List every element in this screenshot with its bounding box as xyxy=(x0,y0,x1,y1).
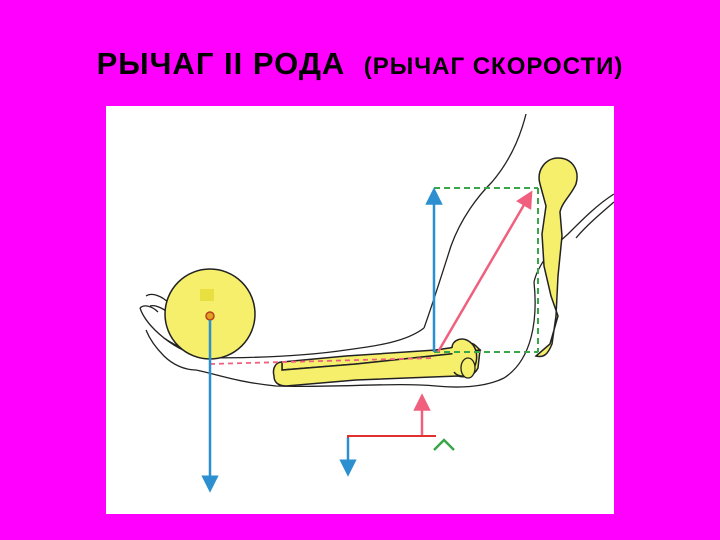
ball-highlight xyxy=(200,289,214,301)
title-subtitle: (РЫЧАГ СКОРОСТИ) xyxy=(363,53,624,80)
humerus-bone xyxy=(534,157,578,358)
legend-red-bracket xyxy=(347,435,436,456)
slide-title: РЫЧАГ II РОДА (РЫЧАГ СКОРОСТИ) xyxy=(0,46,720,82)
legend-green-chevron xyxy=(433,438,455,451)
legend-arrows xyxy=(339,393,455,477)
ball-center-point xyxy=(205,311,215,321)
resultant-arrow xyxy=(436,190,533,353)
title-main: РЫЧАГ II РОДА xyxy=(96,46,346,81)
forearm-bone xyxy=(272,338,482,387)
upper-arm-outline xyxy=(423,113,614,329)
lever-diagram xyxy=(139,113,614,493)
lever-axis-line xyxy=(209,357,435,365)
force-parallelogram xyxy=(434,187,539,353)
forearm-outline xyxy=(195,281,536,388)
figure-panel xyxy=(106,106,614,514)
